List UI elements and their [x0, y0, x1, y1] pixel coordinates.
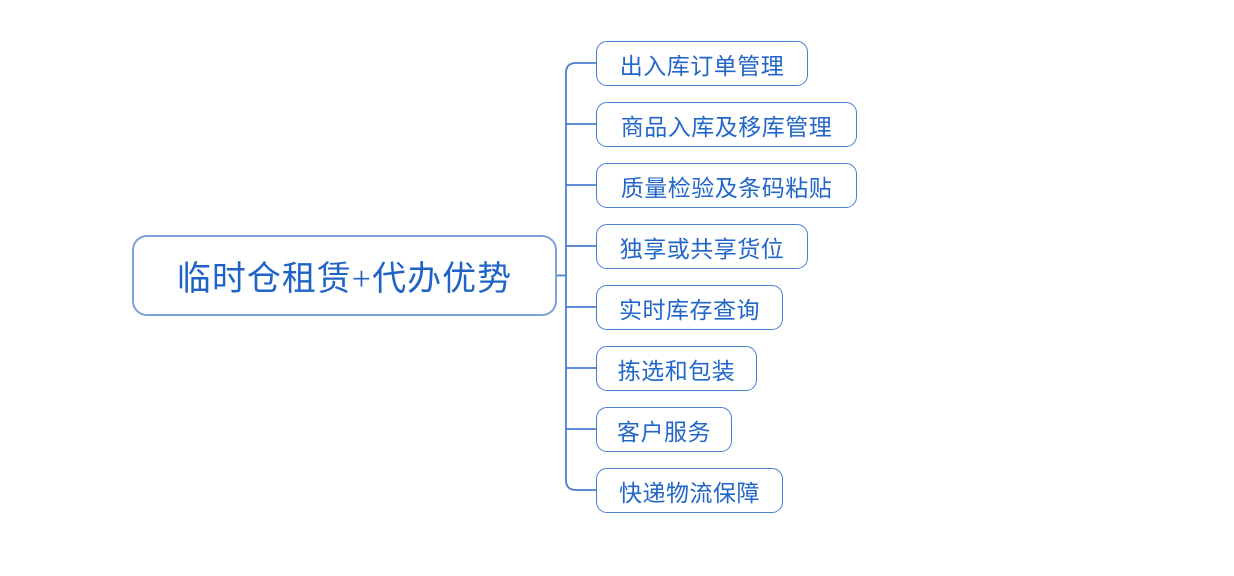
child-node-label: 质量检验及条码粘贴 — [620, 175, 833, 201]
child-node-4[interactable]: 独享或共享货位 — [596, 224, 808, 269]
child-node-label: 客户服务 — [617, 419, 711, 445]
child-node-label: 出入库订单管理 — [619, 53, 785, 79]
child-node-label: 快递物流保障 — [619, 480, 760, 506]
child-node-7[interactable]: 客户服务 — [596, 407, 732, 452]
child-node-label: 独享或共享货位 — [619, 236, 785, 262]
child-node-label: 拣选和包装 — [617, 358, 736, 384]
child-node-3[interactable]: 质量检验及条码粘贴 — [596, 163, 857, 208]
child-node-label: 商品入库及移库管理 — [620, 114, 833, 140]
root-node-label: 临时仓租赁+代办优势 — [176, 261, 513, 298]
child-node-8[interactable]: 快递物流保障 — [596, 468, 783, 513]
child-node-6[interactable]: 拣选和包装 — [596, 346, 757, 391]
child-node-5[interactable]: 实时库存查询 — [596, 285, 783, 330]
child-node-label: 实时库存查询 — [619, 297, 760, 323]
root-node[interactable]: 临时仓租赁+代办优势 — [132, 235, 557, 316]
child-node-1[interactable]: 出入库订单管理 — [596, 41, 808, 86]
child-node-2[interactable]: 商品入库及移库管理 — [596, 102, 857, 147]
